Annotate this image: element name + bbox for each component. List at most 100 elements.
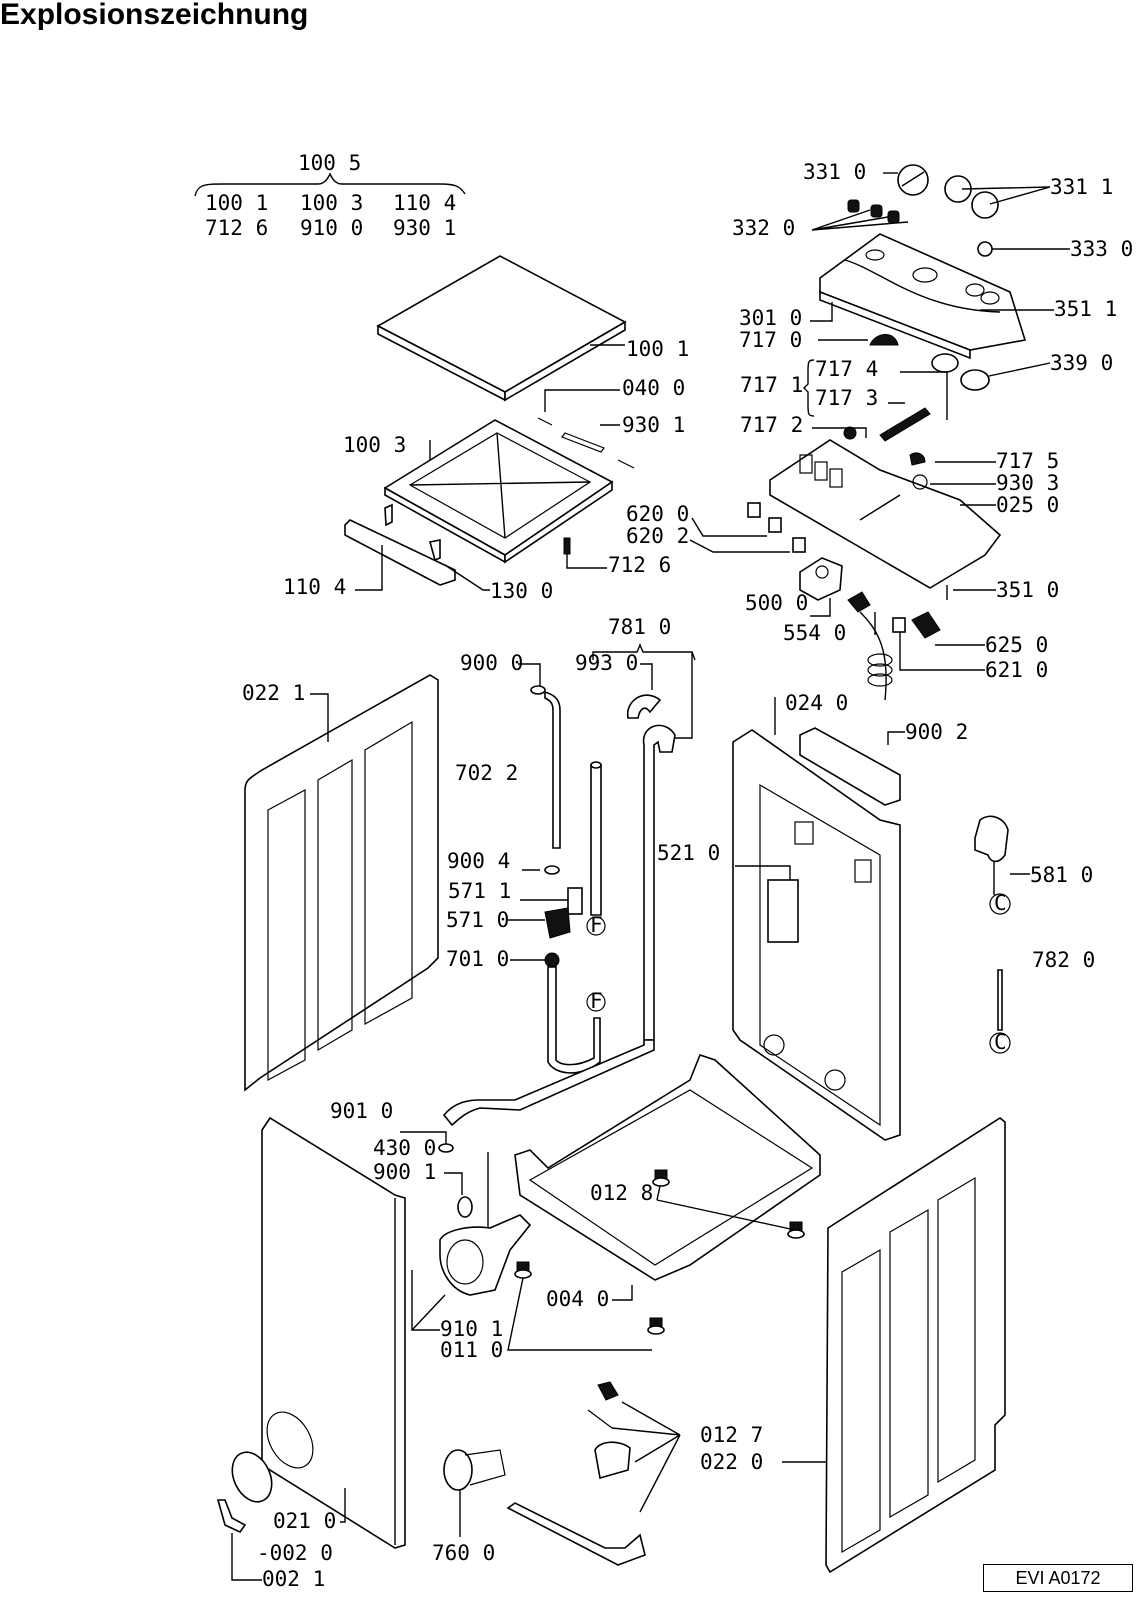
label-900-2: 900 2 xyxy=(905,720,968,744)
label-900-0: 900 0 xyxy=(460,651,523,675)
part-drain-pump: 901 0 430 0 900 1 910 1 xyxy=(330,1099,532,1341)
group-brace xyxy=(194,172,466,197)
label-930-3: 930 3 xyxy=(996,471,1059,495)
label-900-4: 900 4 xyxy=(447,849,510,873)
part-strips: 040 0 930 1 xyxy=(537,376,685,469)
part-625-621: 625 0 621 0 xyxy=(892,611,1048,682)
label-100-3: 100 3 xyxy=(343,433,406,457)
part-351-0: 351 0 xyxy=(946,578,1059,602)
label-625-0: 625 0 xyxy=(985,633,1048,657)
label-002-0: -002 0 xyxy=(257,1541,333,1565)
part-feet: 012 8 011 0 xyxy=(440,1169,805,1362)
part-339-0: 339 0 xyxy=(931,351,1113,391)
part-717-0: 717 0 xyxy=(739,328,899,352)
part-side-panel-right: 022 0 xyxy=(700,1117,1006,1574)
group-label-100-5: 100 5 xyxy=(298,151,361,175)
label-571-0: 571 0 xyxy=(446,908,509,932)
label-760-0: 760 0 xyxy=(432,1541,495,1565)
group-top-assembly: 100 5 100 1 100 3 110 4 712 6 910 0 930 … xyxy=(194,151,466,240)
label-930-1: 930 1 xyxy=(622,413,685,437)
label-702-2: 702 2 xyxy=(455,761,518,785)
label-130-0: 130 0 xyxy=(490,579,553,603)
part-side-panel-left: 022 1 xyxy=(242,674,439,1092)
part-control-panel: 301 0 351 1 xyxy=(739,233,1117,360)
part-electronics-board: 717 5 930 3 025 0 xyxy=(769,439,1059,589)
label-331-0: 331 0 xyxy=(803,160,866,184)
part-worktop: 100 1 xyxy=(376,255,689,402)
label-012-8: 012 8 xyxy=(590,1181,653,1205)
label-521-0: 521 0 xyxy=(657,841,720,865)
label-331-1: 331 1 xyxy=(1050,175,1113,199)
part-control-fascia: 110 4 130 0 xyxy=(283,503,553,603)
part-900-0: 900 0 xyxy=(460,651,561,849)
group-member: 712 6 xyxy=(205,216,268,240)
part-mains-cable: 581 0 C 782 0 C xyxy=(974,815,1095,1054)
group-member: 910 0 xyxy=(300,216,363,240)
label-782-0: 782 0 xyxy=(1032,948,1095,972)
part-service-flap: -002 0 002 1 xyxy=(216,1451,333,1591)
part-drain-hose xyxy=(442,1039,655,1127)
label-712-6: 712 6 xyxy=(608,553,671,577)
part-500-0: 500 0 xyxy=(745,557,843,617)
label-620-2: 620 2 xyxy=(626,524,689,548)
label-993-0: 993 0 xyxy=(575,651,638,675)
drawing-reference-box: EVI A0172 xyxy=(983,1564,1133,1592)
part-717-2: 717 2 xyxy=(740,413,867,440)
label-332-0: 332 0 xyxy=(732,216,795,240)
label-351-1: 351 1 xyxy=(1054,297,1117,321)
part-knobs: 331 0 331 1 332 0 333 0 xyxy=(732,160,1133,261)
label-025-0: 025 0 xyxy=(996,493,1059,517)
part-valves: 900 4 571 1 571 0 701 0 F F xyxy=(446,761,606,1074)
part-554-0: 554 0 xyxy=(783,591,893,701)
label-021-0: 021 0 xyxy=(273,1509,336,1533)
label-717-3: 717 3 xyxy=(815,386,878,410)
label-022-1: 022 1 xyxy=(242,681,305,705)
label-024-0: 024 0 xyxy=(785,691,848,715)
group-member: 100 1 xyxy=(205,191,268,215)
group-hose-assembly: 781 0 993 0 xyxy=(575,615,696,1041)
label-901-0: 901 0 xyxy=(330,1099,393,1123)
part-drain-filter: 760 0 xyxy=(432,1449,506,1565)
label-900-1: 900 1 xyxy=(373,1160,436,1184)
group-member: 110 4 xyxy=(393,191,456,215)
label-022-0: 022 0 xyxy=(700,1450,763,1474)
group-label-717-1: 717 1 xyxy=(740,373,803,397)
label-571-1: 571 1 xyxy=(448,879,511,903)
marker-f: F xyxy=(590,989,603,1013)
group-label-781-0: 781 0 xyxy=(608,615,671,639)
label-301-0: 301 0 xyxy=(739,306,802,330)
label-110-4: 110 4 xyxy=(283,575,346,599)
marker-c: C xyxy=(994,891,1007,915)
label-100-1: 100 1 xyxy=(626,337,689,361)
label-717-4: 717 4 xyxy=(815,357,878,381)
group-member: 930 1 xyxy=(393,216,456,240)
group-sensor-assembly: 717 1 717 4 717 3 xyxy=(740,357,948,442)
part-712-6: 712 6 xyxy=(563,537,671,577)
label-717-0: 717 0 xyxy=(739,328,802,352)
page-title: Explosionszeichnung xyxy=(0,0,309,31)
part-top-frame: 100 3 xyxy=(343,419,614,564)
label-012-7: 012 7 xyxy=(700,1423,763,1447)
part-rear-panel: 024 0 900 2 521 0 xyxy=(657,691,968,1141)
marker-c: C xyxy=(994,1030,1007,1054)
part-front-panel: 021 0 xyxy=(261,1116,406,1549)
label-351-0: 351 0 xyxy=(996,578,1059,602)
group-member: 100 3 xyxy=(300,191,363,215)
label-500-0: 500 0 xyxy=(745,591,808,615)
label-910-1: 910 1 xyxy=(440,1317,503,1341)
label-554-0: 554 0 xyxy=(783,621,846,645)
label-004-0: 004 0 xyxy=(546,1287,609,1311)
label-717-2: 717 2 xyxy=(740,413,803,437)
label-430-0: 430 0 xyxy=(373,1136,436,1160)
label-701-0: 701 0 xyxy=(446,947,509,971)
label-011-0: 011 0 xyxy=(440,1338,503,1362)
label-581-0: 581 0 xyxy=(1030,863,1093,887)
part-base-frame: 004 0 xyxy=(514,1054,821,1311)
label-002-1: 002 1 xyxy=(262,1567,325,1591)
part-connectors-620: 620 0 620 2 xyxy=(626,502,806,553)
label-333-0: 333 0 xyxy=(1070,237,1133,261)
marker-f: F xyxy=(590,913,603,937)
label-621-0: 621 0 xyxy=(985,658,1048,682)
part-lever-kit: 012 7 xyxy=(506,1381,763,1566)
